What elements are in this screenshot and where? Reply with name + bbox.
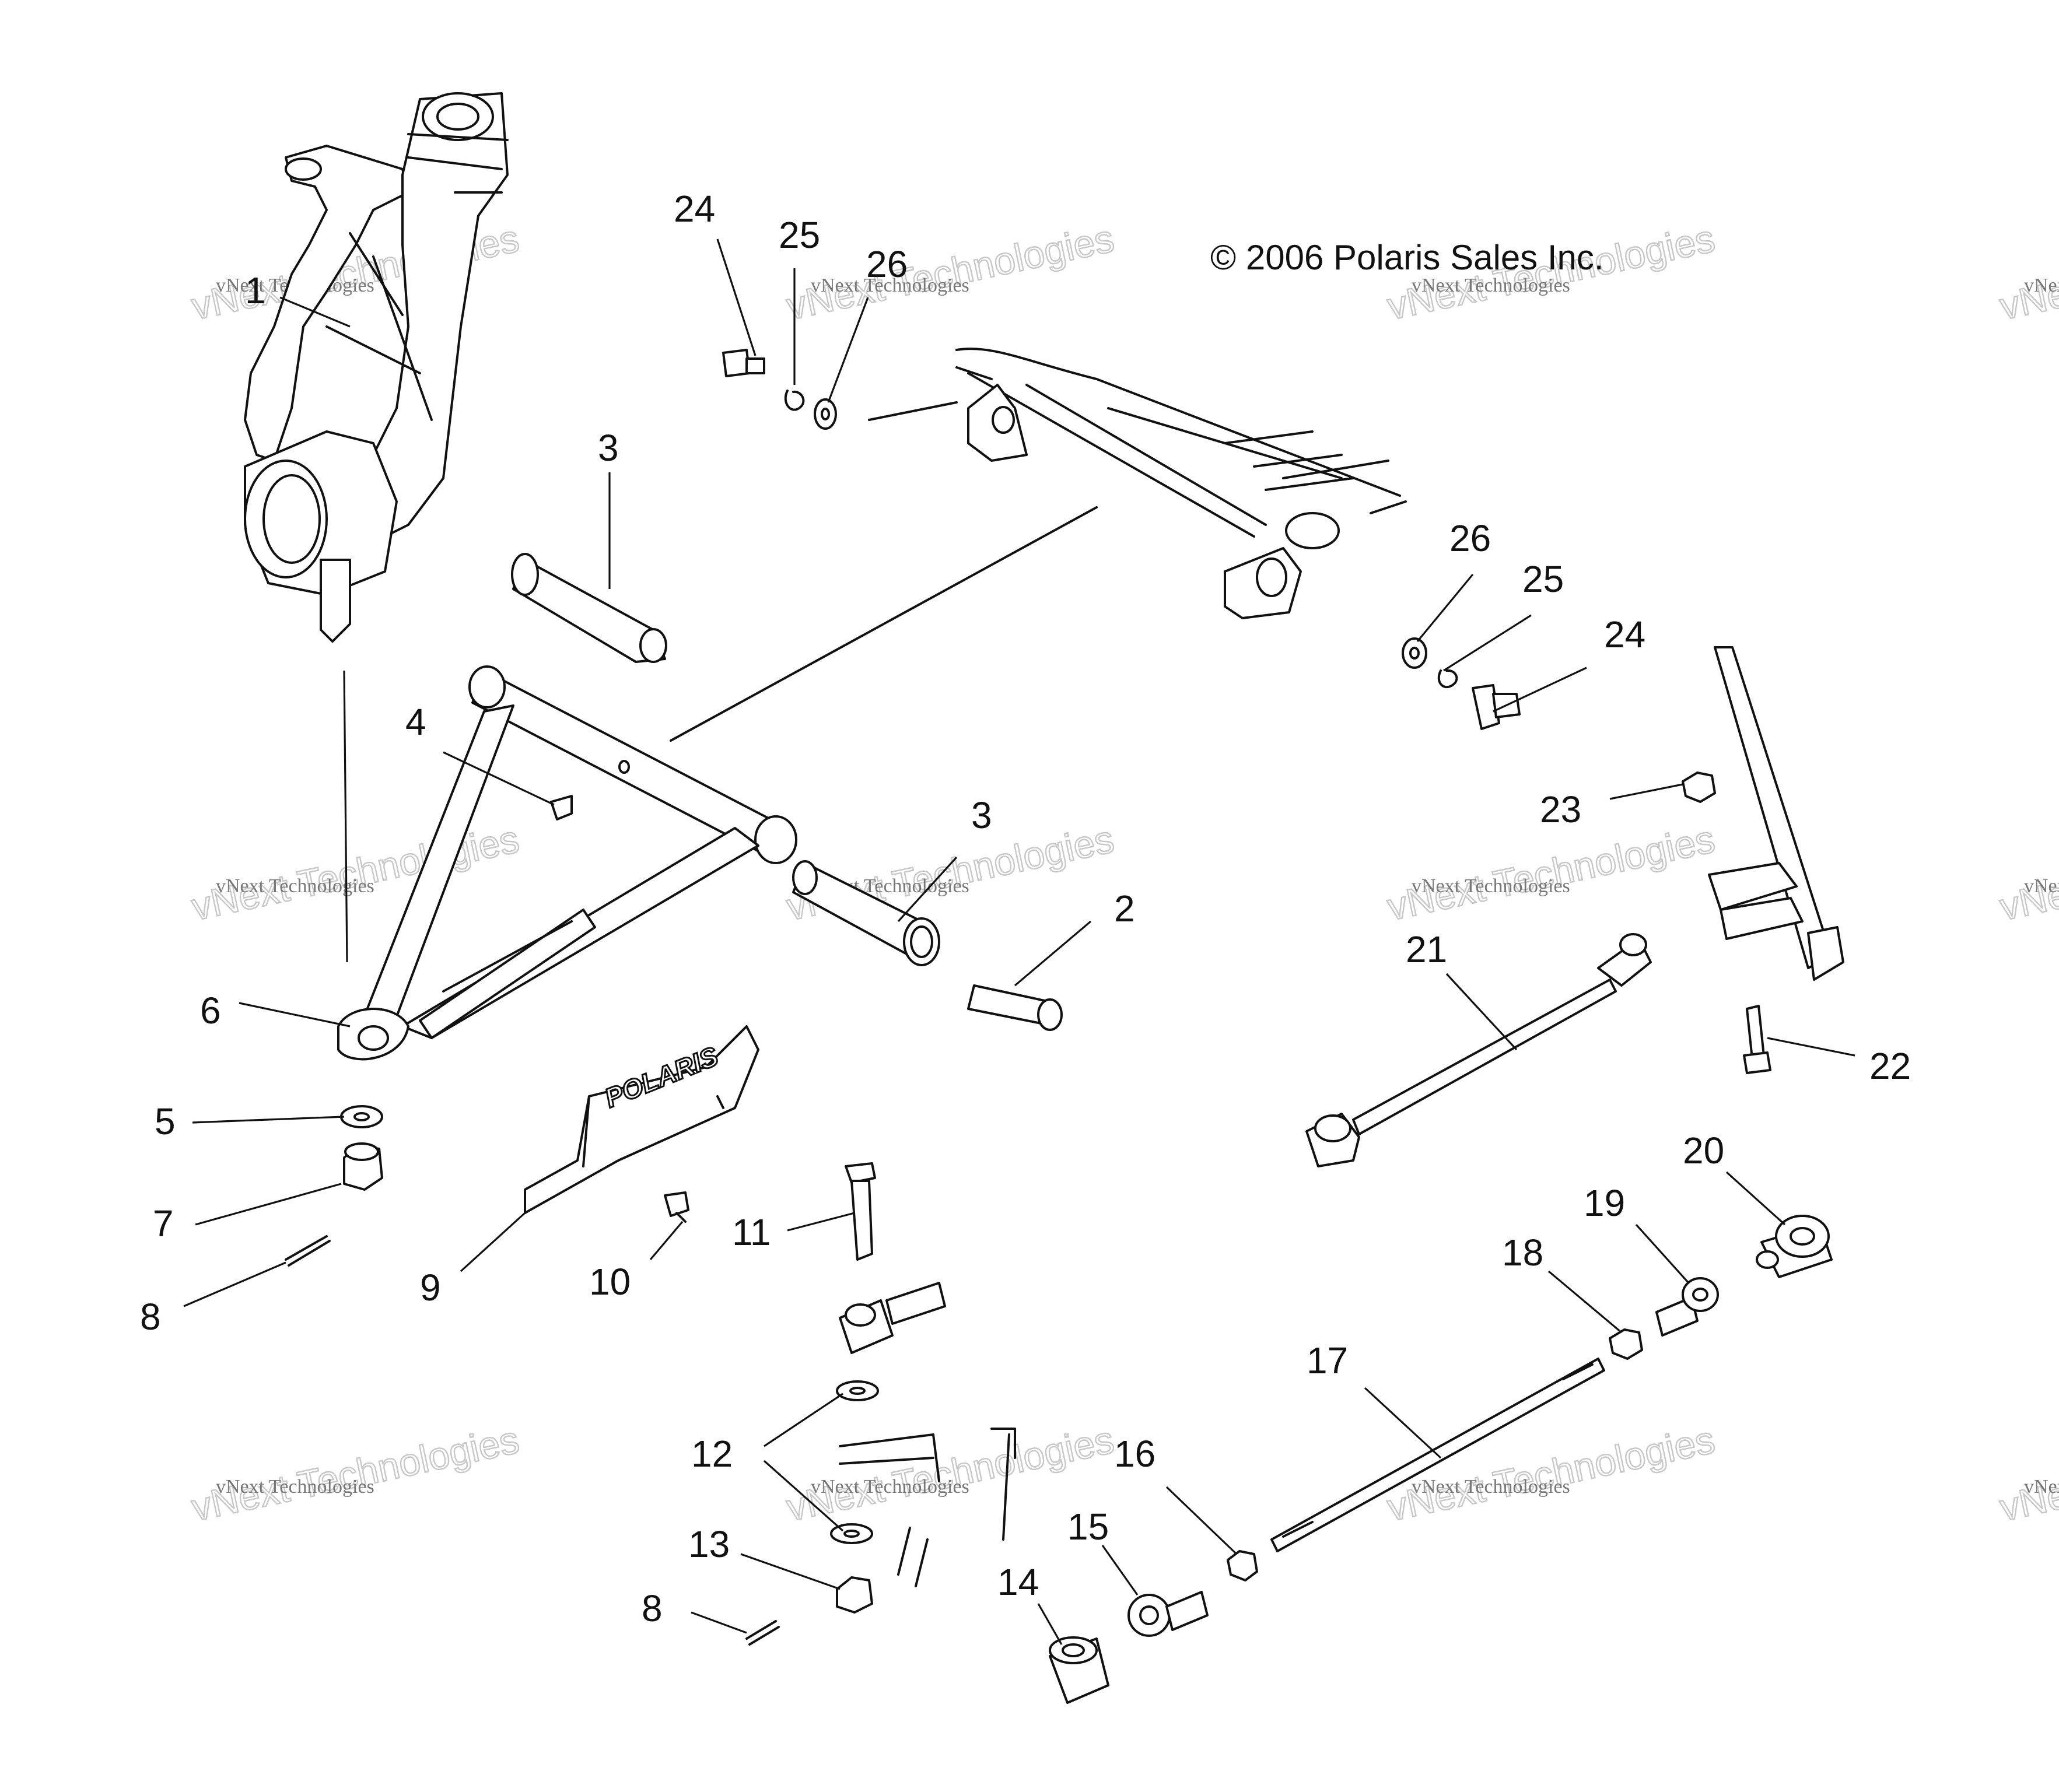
callout-4: 4 — [405, 701, 426, 743]
cotter-pin-part — [285, 1235, 331, 1267]
steering-post-part — [1708, 646, 1844, 981]
lock-washer-upper-part — [784, 390, 805, 411]
callout-11: 11 — [732, 1211, 771, 1253]
inner-rod-end-part — [839, 1282, 946, 1354]
watermark-text: vNext Technologies — [1412, 875, 1570, 897]
callout-16: 16 — [1114, 1433, 1155, 1475]
frame-bolt-upper-part — [722, 349, 765, 377]
callout-23: 23 — [1540, 788, 1581, 830]
frame-crossmember-part — [670, 348, 1407, 742]
watermark-outline-text: vNext Technologies — [783, 216, 1118, 328]
watermark-outline-text: vNext Technologies — [188, 1418, 523, 1529]
watermark-outline-text: vNext Technologies — [1384, 817, 1718, 928]
callout-8a: 8 — [140, 1296, 161, 1338]
callout-9: 9 — [420, 1267, 441, 1309]
watermark-text: vNext Technologies — [2024, 1476, 2059, 1498]
callout-10: 10 — [589, 1261, 631, 1303]
rod-end-lower-part — [1127, 1591, 1209, 1637]
jam-nut-lower-part — [1227, 1550, 1258, 1581]
a-arm-guard-part: POLARIS — [524, 1025, 759, 1214]
callout-15: 15 — [1067, 1506, 1109, 1548]
flat-washer-upper-part — [814, 398, 837, 430]
grease-fitting-part — [550, 795, 573, 820]
callout-5: 5 — [155, 1100, 176, 1142]
callout-22: 22 — [1869, 1045, 1911, 1087]
lock-washer-right-part — [1437, 669, 1458, 689]
callout-3a: 3 — [598, 427, 619, 469]
callout-21: 21 — [1406, 928, 1447, 970]
rod-end-housing-lower-part — [1049, 1636, 1109, 1704]
lock-nut-part — [836, 1576, 873, 1614]
jam-nut-upper-part — [1609, 1328, 1643, 1360]
callout-25b: 25 — [1522, 558, 1564, 600]
callout-6: 6 — [200, 990, 221, 1032]
watermark-outline-text: vNext Technologies — [1996, 817, 2059, 928]
watermark-text: vNext Technologies — [1412, 1476, 1570, 1498]
callout-26a: 26 — [866, 243, 908, 285]
callout-19: 19 — [1584, 1182, 1625, 1224]
rod-end-housing-upper-part — [1756, 1215, 1833, 1278]
tie-rod-bolt-part — [845, 1162, 876, 1261]
callout-2: 2 — [1114, 888, 1135, 930]
pivot-tube-upper-part — [511, 553, 667, 663]
callout-labels: 1 2 3 3 4 5 6 7 8 8 9 10 11 12 13 14 15 … — [140, 188, 1911, 1629]
cotter-pin-lower-part — [745, 1620, 780, 1646]
watermark-text: vNext Technologies — [2024, 875, 2059, 897]
steering-post-nut-part — [1682, 771, 1716, 803]
steering-knuckle-part — [244, 92, 509, 643]
pivot-shaft-part — [967, 984, 1063, 1031]
callout-13: 13 — [688, 1523, 730, 1565]
watermark-text: vNext Technologies — [811, 275, 969, 296]
washer-pair-part — [830, 1380, 879, 1544]
copyright-notice: © 2006 Polaris Sales Inc. — [1210, 238, 1604, 277]
watermark-text: vNext Technologies — [216, 875, 374, 897]
steering-post-bolt-part — [1743, 1005, 1771, 1074]
castle-nut-part — [343, 1142, 383, 1191]
callout-26b: 26 — [1449, 517, 1491, 559]
callout-8b: 8 — [642, 1587, 663, 1629]
pivot-tube-lower-part — [792, 860, 940, 966]
rod-end-upper-part — [1655, 1277, 1719, 1337]
watermark-outline-text: vNext Technologies — [1384, 1418, 1718, 1529]
flat-washer-right-part — [1402, 637, 1427, 669]
watermark-text: vNext Technologies — [216, 1476, 374, 1498]
frame-bolt-right-part — [1472, 684, 1521, 730]
callout-3b: 3 — [971, 794, 992, 836]
callout-24b: 24 — [1604, 613, 1645, 655]
tie-rod-assembly-part — [1305, 933, 1652, 1167]
leader-lines — [183, 239, 1855, 1645]
watermark-outline-text: vNext Technologies — [1996, 216, 2059, 328]
callout-25a: 25 — [779, 214, 820, 256]
callout-20: 20 — [1683, 1130, 1724, 1172]
callout-18: 18 — [1502, 1232, 1543, 1274]
callout-7: 7 — [153, 1202, 174, 1244]
steering-arm-bracket-part — [839, 1428, 1016, 1587]
a-arm-part — [337, 665, 797, 1061]
watermark-text: vNext Technologies — [811, 1476, 969, 1498]
callout-24a: 24 — [674, 188, 715, 230]
callout-17: 17 — [1307, 1339, 1348, 1381]
guard-bolt-part — [664, 1191, 689, 1223]
watermark-outline-text: vNext Technologies — [1996, 1418, 2059, 1529]
callout-12: 12 — [691, 1433, 733, 1475]
watermark-outline-text: vNext Technologies — [188, 817, 523, 928]
washer-part — [340, 1105, 383, 1128]
callout-1: 1 — [245, 269, 266, 311]
watermark-text: vNext Technologies — [1412, 275, 1570, 296]
callout-14: 14 — [997, 1561, 1039, 1603]
watermark-text: vNext Technologies — [2024, 275, 2059, 296]
